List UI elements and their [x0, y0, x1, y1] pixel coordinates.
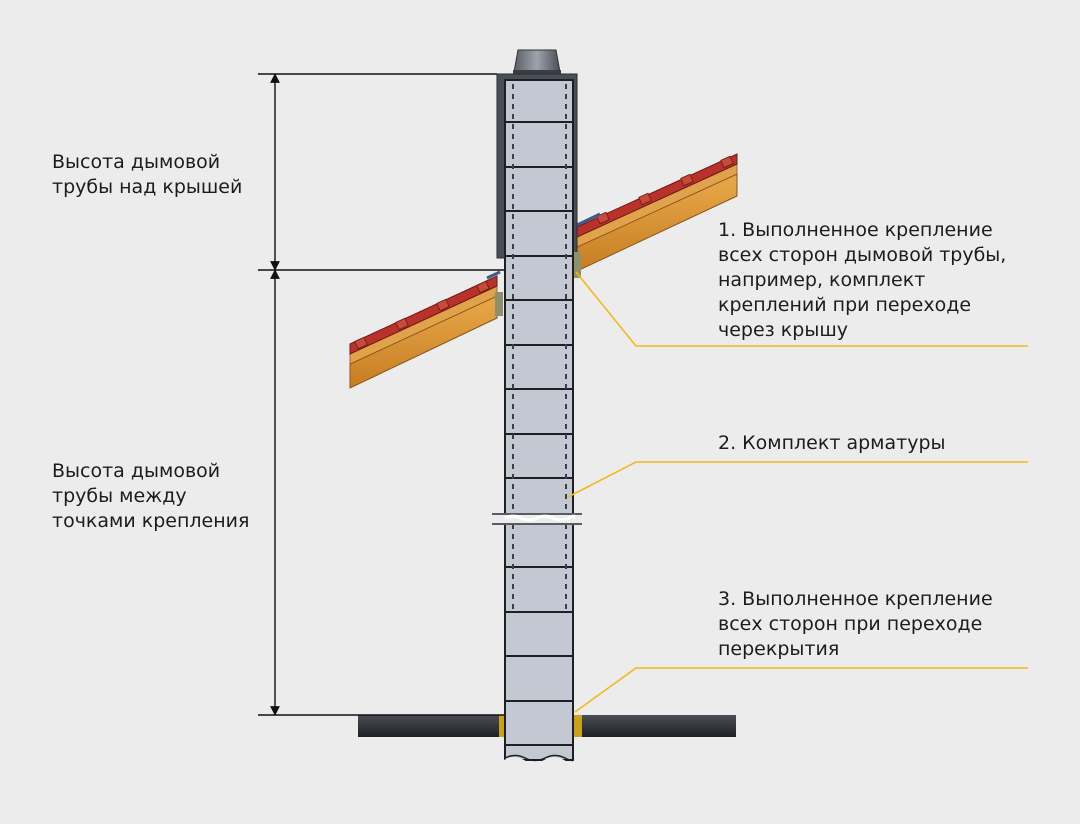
callout-3-line-3: перекрытия — [718, 638, 840, 660]
floor-mount-right — [574, 715, 582, 737]
roof-left — [349, 275, 498, 389]
callout-3-floor-mount: 3. Выполненное крепление всех сторон при… — [718, 587, 993, 662]
label-height-above-roof: Высота дымовой трубы над крышей — [52, 150, 242, 200]
roof-flashing — [486, 212, 601, 280]
callout-1-line-1: 1. Выполненное крепление — [718, 219, 993, 241]
callout-1-line-5: через крышу — [718, 319, 848, 341]
callout-3-line-2: всех сторон при переходе — [718, 613, 983, 635]
callout-1-line-3: например, комплект — [718, 269, 926, 291]
callout-1-line-2: всех сторон дымовой трубы, — [718, 244, 1007, 266]
dimension-lines — [258, 73, 505, 716]
callout-1-roof-mount: 1. Выполненное крепление всех сторон дым… — [718, 218, 1006, 343]
chimney — [482, 49, 590, 824]
callout-1-line-4: креплений при переходе — [718, 294, 972, 316]
floor-mount-left — [499, 715, 507, 737]
floor-slab — [358, 715, 736, 737]
leader-callout-2 — [567, 461, 1028, 498]
chimney-cap — [513, 49, 561, 73]
label-between-mounts-line-3: точками крепления — [52, 510, 250, 532]
leader-callout-3 — [574, 667, 1028, 713]
label-above-roof-line-2: трубы над крышей — [52, 176, 243, 198]
label-between-mounts-line-2: трубы между — [52, 485, 187, 507]
roof-left-tile-ridges — [354, 280, 490, 350]
label-height-between-mounts: Высота дымовой трубы между точками крепл… — [52, 459, 249, 534]
chimney-shaft — [504, 79, 574, 761]
roof-left-tiles — [349, 275, 498, 355]
callout-2-reinforcement-kit: 2. Комплект арматуры — [718, 431, 946, 456]
label-between-mounts-line-1: Высота дымовой — [52, 460, 221, 482]
leader-callout-1 — [575, 271, 1028, 347]
chimney-brick-joints — [505, 121, 573, 746]
label-above-roof-line-1: Высота дымовой — [52, 151, 221, 173]
leader-lines — [567, 271, 1028, 713]
roof-mount-block — [574, 252, 581, 278]
callout-3-line-1: 3. Выполненное крепление — [718, 588, 993, 610]
callout-2-line-1: 2. Комплект арматуры — [718, 432, 946, 454]
